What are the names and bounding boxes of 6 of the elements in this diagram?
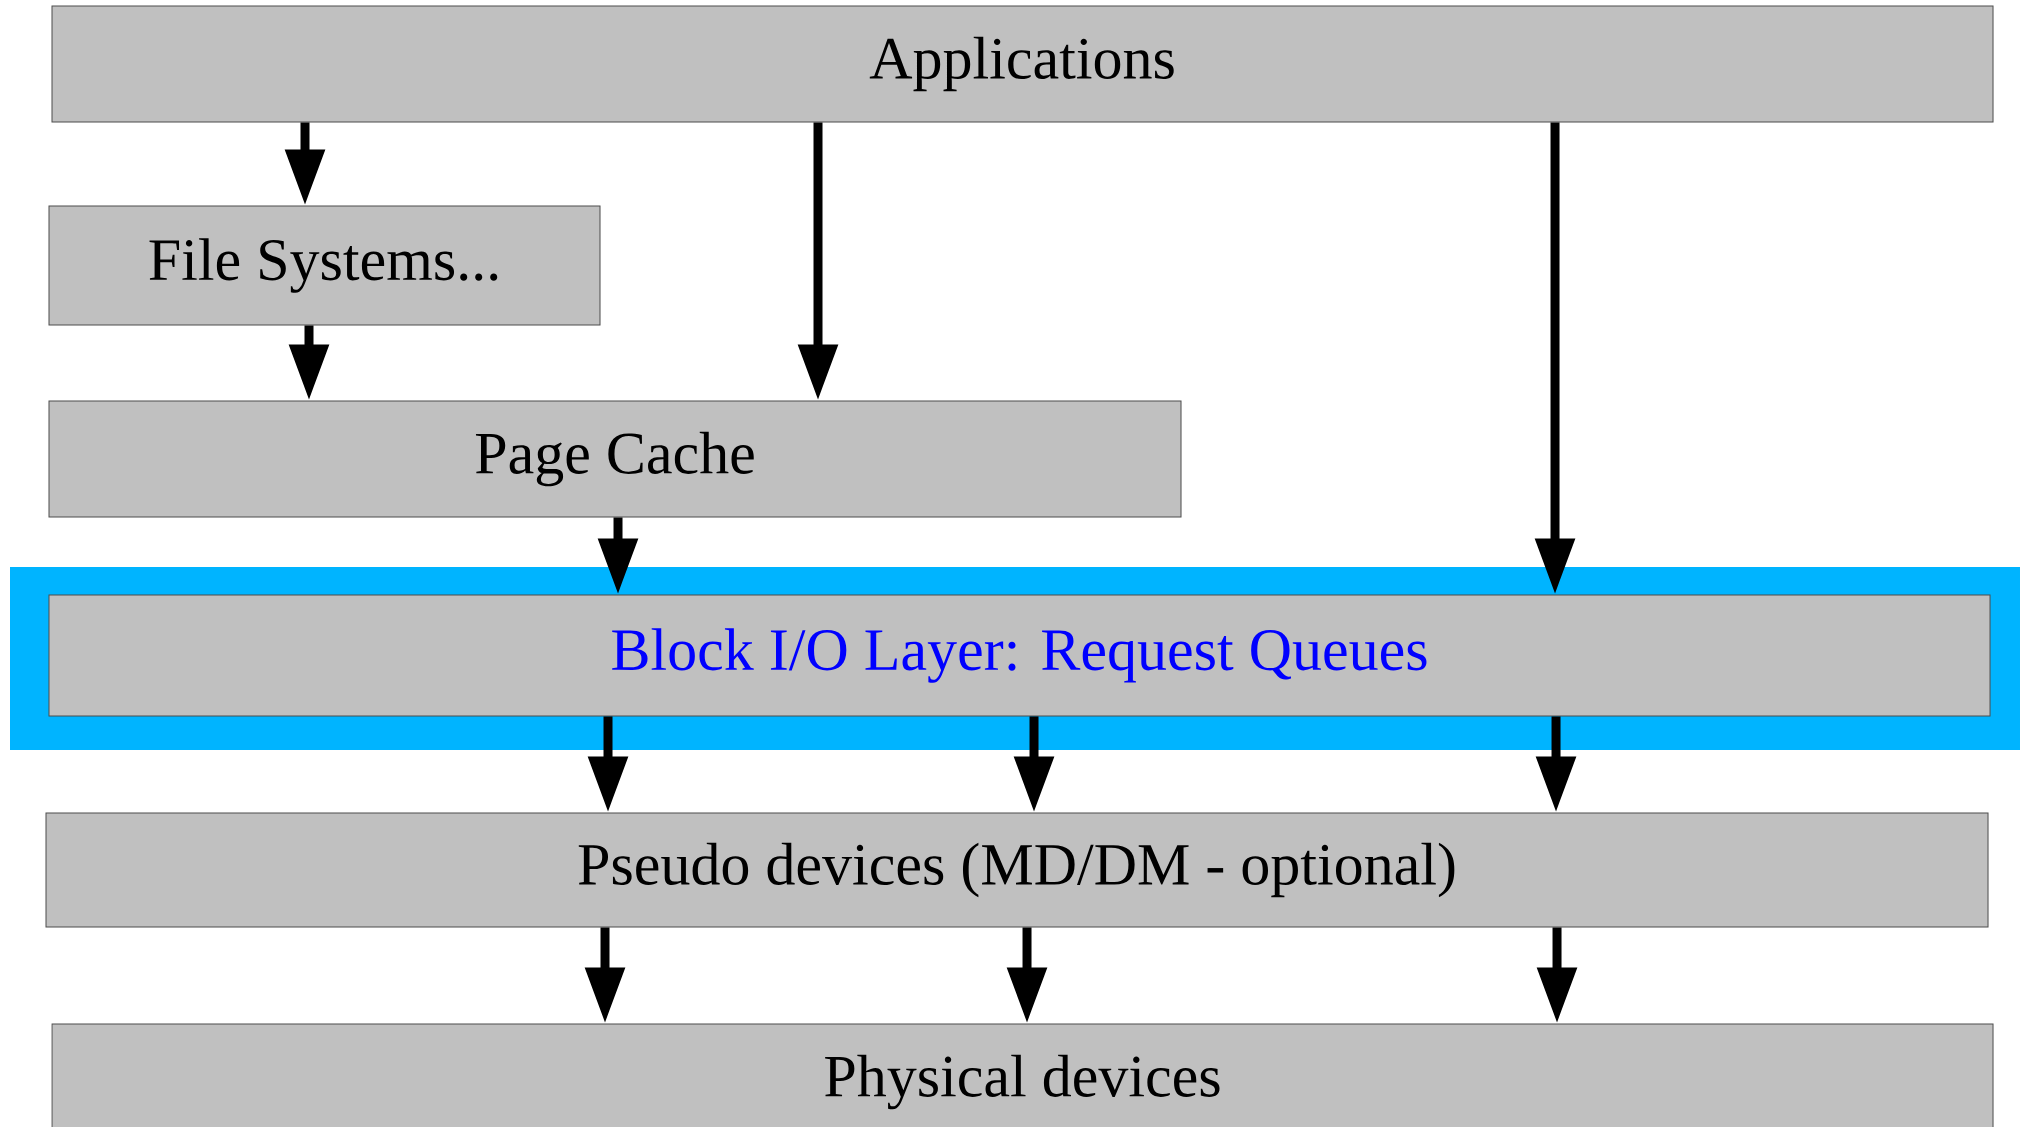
layer-box: Applications [51,5,1994,123]
layer-box: Page Cache [48,400,1182,518]
layer-box: Physical devices [51,1023,1994,1127]
layer-box: Pseudo devices (MD/DM - optional) [45,812,1989,928]
layer-box: File Systems... [48,205,601,326]
layer-box: Block I/O Layer: Request Queues [48,594,1991,717]
